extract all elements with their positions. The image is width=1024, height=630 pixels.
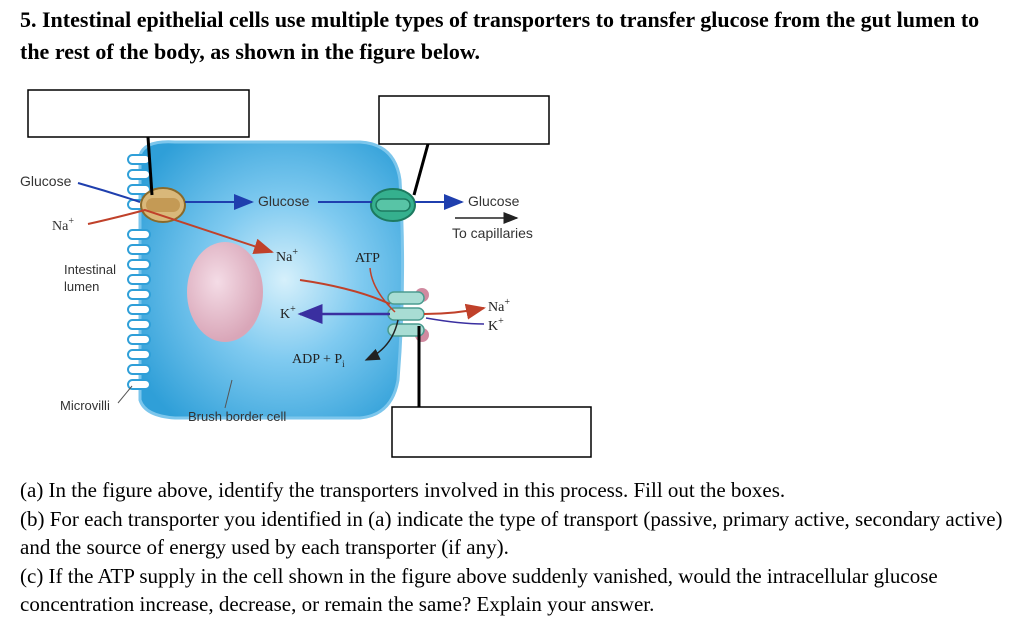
label-k-out: K+ [488, 316, 504, 334]
label-k-cell: K+ [280, 304, 296, 322]
answer-box-2[interactable] [378, 95, 550, 145]
label-glucose-cell: Glucose [258, 193, 310, 209]
part-a: (a) In the figure above, identify the tr… [20, 478, 786, 502]
na-arrow-out [423, 303, 486, 320]
na-arrow-in [87, 208, 274, 254]
answer-box-1[interactable] [27, 89, 250, 138]
brush-border-leader [224, 379, 233, 409]
answer-box-1-leader [146, 136, 154, 196]
label-glucose-out: Glucose [468, 193, 520, 209]
nucleus [187, 242, 263, 342]
atp-line [369, 267, 396, 313]
transport-figure: Glucose Na+ Intestinal lumen Microvilli … [20, 89, 592, 458]
subquestions: (a) In the figure above, identify the tr… [20, 476, 1010, 619]
answer-box-3[interactable] [391, 406, 592, 458]
na-arrow-pump [299, 279, 391, 305]
k-arrow-outside [425, 317, 485, 325]
label-na-out: Na+ [488, 297, 510, 315]
label-to-capillaries: To capillaries [452, 225, 533, 241]
question-stem: 5. Intestinal epithelial cells use multi… [20, 7, 980, 64]
glut-transporter [370, 188, 416, 222]
label-brush-border-cell: Brush border cell [188, 409, 286, 424]
label-intestinal: Intestinal [64, 262, 116, 277]
label-atp: ATP [355, 251, 380, 266]
label-na-cell: Na+ [276, 247, 298, 265]
na-k-pump [387, 288, 429, 342]
glucose-arrow-in [77, 182, 141, 203]
label-na-lumen: Na+ [52, 216, 74, 234]
answer-box-2-leader [412, 143, 430, 196]
part-c: (c) If the ATP supply in the cell shown … [20, 563, 938, 617]
label-adp-pi: ADP + Pi [292, 352, 345, 369]
epithelial-cell [138, 140, 405, 420]
adp-arrow [364, 319, 399, 361]
label-lumen: lumen [64, 279, 99, 294]
label-glucose-lumen: Glucose [20, 173, 72, 189]
microvilli-leader [117, 385, 133, 404]
label-microvilli: Microvilli [60, 398, 110, 413]
sglt-transporter [140, 187, 186, 223]
part-b: (b) For each transporter you identified … [20, 506, 1003, 560]
